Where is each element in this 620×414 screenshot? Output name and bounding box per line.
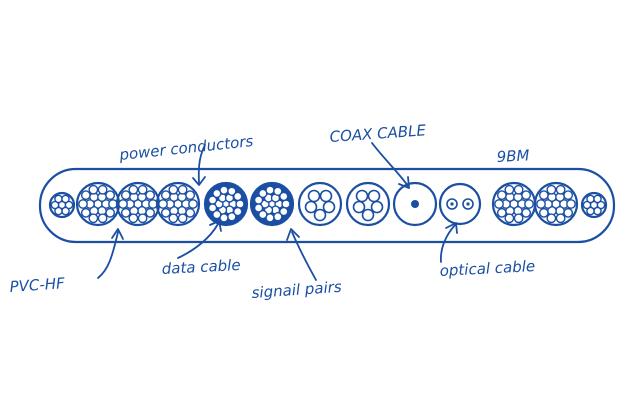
- signal-pair-2: [345, 181, 391, 227]
- label-coax-cable: COAX CABLE: [329, 121, 427, 146]
- arrow-head-pvc: [111, 228, 124, 240]
- data-cable: [203, 181, 249, 227]
- label-power-conductors: power conductors: [118, 132, 255, 164]
- arrow-head-signal: [286, 228, 300, 241]
- label-pvc-hf: PVC-HF: [9, 274, 66, 296]
- power-conductor-2: [115, 181, 161, 227]
- power-conductor-4: [491, 181, 537, 227]
- signal-pair-1: [297, 181, 343, 227]
- arrow-head-power: [192, 176, 206, 186]
- shielded-pair: [249, 181, 295, 227]
- arrow-coax: [371, 142, 409, 187]
- arrow-signal-pairs: [291, 231, 317, 281]
- coax-cable: [392, 181, 438, 227]
- end-strand-bundle-right: [580, 191, 608, 219]
- arrow-power-conductors: [197, 144, 206, 184]
- arrow-head-data: [209, 220, 222, 232]
- arrow-data-cable: [177, 223, 219, 259]
- arrow-pvc: [97, 231, 119, 279]
- end-strand-bundle-left: [48, 191, 76, 219]
- optical-cable: [438, 182, 482, 226]
- power-conductor-5: [533, 181, 579, 227]
- label-optical-cable: optical cable: [439, 257, 535, 280]
- label-signal-pairs: signail pairs: [251, 278, 342, 302]
- label-data-cable: data cable: [161, 256, 241, 278]
- arrow-head-optical: [445, 222, 458, 234]
- cable-jacket: [38, 167, 616, 244]
- arrow-optical: [440, 224, 456, 263]
- label-cable-code: 9BM: [496, 146, 530, 166]
- power-conductor-3: [155, 181, 201, 227]
- arrow-head-coax: [398, 176, 410, 189]
- power-conductor-1: [75, 181, 121, 227]
